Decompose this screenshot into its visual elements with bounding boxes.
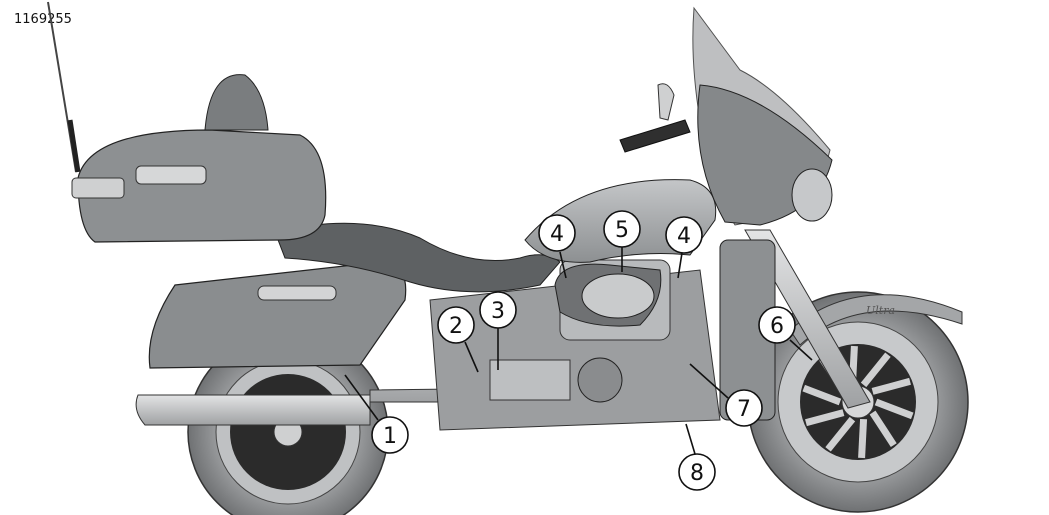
svg-text:7: 7 [737, 397, 751, 422]
callout-5: 5 [603, 210, 641, 248]
leader-8 [685, 423, 696, 455]
leader-4b [677, 252, 683, 279]
callout-6: 6 [758, 306, 796, 344]
callout-4b: 4 [665, 216, 703, 254]
callout-8: 8 [678, 453, 716, 491]
svg-text:3: 3 [491, 299, 505, 324]
tour-pack [71, 74, 327, 243]
wheel-spoke [802, 384, 842, 406]
fender-script: Ultra [866, 304, 895, 317]
antenna [47, 1, 81, 173]
leader-1 [344, 374, 379, 421]
svg-text:4: 4 [677, 224, 691, 249]
callout-1: 1 [371, 416, 409, 454]
wheel-spoke [860, 352, 891, 388]
handlebar [619, 83, 691, 153]
leader-4a [559, 251, 567, 279]
saddlebag-latch [257, 285, 337, 301]
callout-3: 3 [479, 291, 517, 329]
leader-7 [689, 363, 729, 399]
leader-2 [464, 341, 479, 373]
wheel-spoke [874, 398, 914, 420]
leader-6 [789, 339, 813, 361]
callout-7: 7 [725, 389, 763, 427]
wheel-spoke [871, 377, 911, 395]
saddlebag [148, 261, 407, 369]
callout-2: 2 [437, 306, 475, 344]
svg-text:6: 6 [770, 314, 784, 339]
svg-text:4: 4 [550, 222, 564, 247]
svg-text:5: 5 [615, 218, 629, 243]
fairing [692, 6, 833, 226]
figure-id: 1169255 [14, 12, 72, 27]
wheel-spoke [805, 409, 845, 427]
svg-text:2: 2 [449, 314, 463, 339]
svg-text:8: 8 [690, 461, 704, 486]
callouts: 1 2 3 4 5 4 6 7 [371, 210, 796, 491]
svg-text:1: 1 [383, 424, 397, 449]
front-fender [789, 294, 963, 346]
wheel-spoke [869, 410, 897, 448]
wheel-spoke [858, 418, 868, 459]
wheel-spoke [825, 416, 856, 452]
leader-lines [344, 247, 813, 455]
callout-4a: 4 [538, 214, 576, 252]
front-fork [719, 229, 871, 421]
